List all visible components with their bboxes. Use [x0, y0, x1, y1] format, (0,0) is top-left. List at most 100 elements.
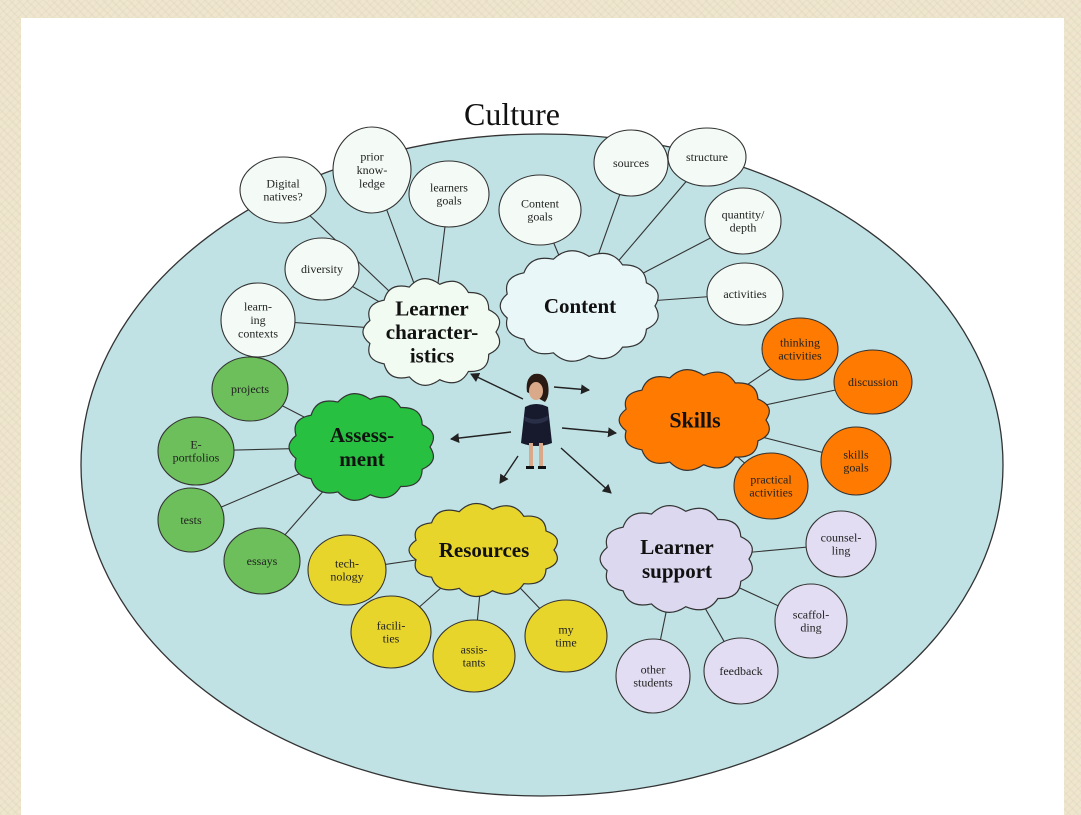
leaf-bubble [833, 349, 913, 415]
leaf-label-line: nology [330, 570, 363, 584]
hub-resources-label: Resources [439, 538, 530, 562]
leaf-label-line: activities [749, 486, 793, 500]
leaf-label-line: portfolios [173, 451, 220, 465]
leaf-label: assis-tants [461, 642, 488, 669]
leaf-bubble [524, 599, 608, 673]
leaf-bubble [498, 174, 582, 246]
leaf-resources-facilities: facili-ties [350, 595, 432, 669]
leaf-bubble [157, 416, 235, 486]
leaf-label-line: diversity [301, 262, 343, 276]
leaf-assessment-projects: projects [211, 356, 289, 422]
leaf-bubble [408, 160, 490, 228]
leaf-label-line: ties [383, 632, 400, 646]
leaf-bubble [157, 487, 225, 553]
leaf-bubble [220, 282, 296, 358]
leaf-label: quantity/depth [722, 207, 765, 234]
leaf-label: tech-nology [330, 556, 363, 583]
hub-skills-label-line: Skills [669, 408, 721, 433]
hub-support-label-line: Learner [640, 535, 713, 559]
hub-learner-label-line: istics [410, 344, 454, 368]
hub-learner-cloud [362, 278, 501, 386]
leaf-label: projects [231, 382, 269, 396]
leaf-label-line: activities [723, 287, 767, 301]
leaf-label-line: depth [730, 221, 757, 235]
leaf-label: tests [180, 513, 202, 527]
hub-assessment-label: Assess-ment [330, 423, 394, 471]
leaf-resources-assistants: assis-tants [432, 619, 516, 693]
leaf-bubble [307, 534, 387, 606]
leaf-assessment-tests: tests [157, 487, 225, 553]
leaf-label-line: ding [800, 621, 821, 635]
leaf-bubble [284, 237, 360, 301]
leaf-label-line: activities [778, 349, 822, 363]
leaf-label: structure [686, 150, 728, 164]
leaf-label-line: tests [180, 513, 202, 527]
leaf-content-activities: activities [706, 262, 784, 326]
leaf-label-line: contexts [238, 326, 278, 340]
leaf-skills-discussion: discussion [833, 349, 913, 415]
leaf-bubble [706, 262, 784, 326]
person-shoe-right [538, 466, 546, 469]
leaf-label-line: counsel- [821, 530, 862, 544]
hub-assessment-cloud [288, 393, 435, 501]
leaf-support-counseling: counsel-ling [805, 510, 877, 578]
leaf-label-line: students [633, 676, 673, 690]
leaf-label-line: essays [247, 554, 278, 568]
hub-resources-label-line: Resources [439, 538, 530, 562]
hub-assessment-label-line: ment [339, 447, 385, 471]
arrow-to-resources [499, 455, 519, 484]
leaf-label: activities [723, 287, 767, 301]
leaf-bubble [667, 127, 747, 187]
leaf-label: discussion [848, 375, 898, 389]
leaf-label-line: facili- [377, 618, 406, 632]
leaf-bubble [593, 129, 669, 197]
leaf-label-line: E- [190, 437, 201, 451]
hub-skills-cloud [618, 369, 770, 471]
arrow-to-content [553, 384, 590, 395]
leaf-bubble [432, 619, 516, 693]
hub-skills: Skills [618, 369, 770, 471]
leaf-label-line: feedback [719, 664, 762, 678]
leaf-learner-diversity: diversity [284, 237, 360, 301]
leaf-label-line: learners [430, 180, 468, 194]
leaf-label-line: goals [436, 194, 462, 208]
leaf-bubble [239, 156, 327, 224]
leaf-assessment-eportfolios: E-portfolios [157, 416, 235, 486]
hub-content-label: Content [544, 294, 616, 318]
hub-resources-cloud [408, 502, 558, 598]
leaf-label: E-portfolios [173, 437, 220, 464]
leaf-label: feedback [719, 664, 762, 678]
leaf-label-line: sources [613, 156, 649, 170]
leaf-label-line: discussion [848, 375, 898, 389]
hub-assessment: Assess-ment [288, 393, 435, 501]
arrow-to-learner [470, 372, 524, 400]
leaf-label: essays [247, 554, 278, 568]
person-head [529, 382, 543, 400]
person-shoe-left [526, 466, 534, 469]
leaf-label: sources [613, 156, 649, 170]
leaf-content-quantity: quantity/depth [704, 187, 782, 255]
leaf-bubble [733, 452, 809, 520]
leaf-assessment-essays: essays [223, 527, 301, 595]
leaf-bubble [211, 356, 289, 422]
leaf-label-line: ling [832, 544, 851, 558]
leaf-label-line: learn- [244, 300, 272, 314]
hub-support-label-line: support [642, 559, 712, 583]
leaf-label-line: ing [250, 313, 265, 327]
leaf-bubble [332, 126, 412, 214]
person-arms [524, 415, 549, 424]
